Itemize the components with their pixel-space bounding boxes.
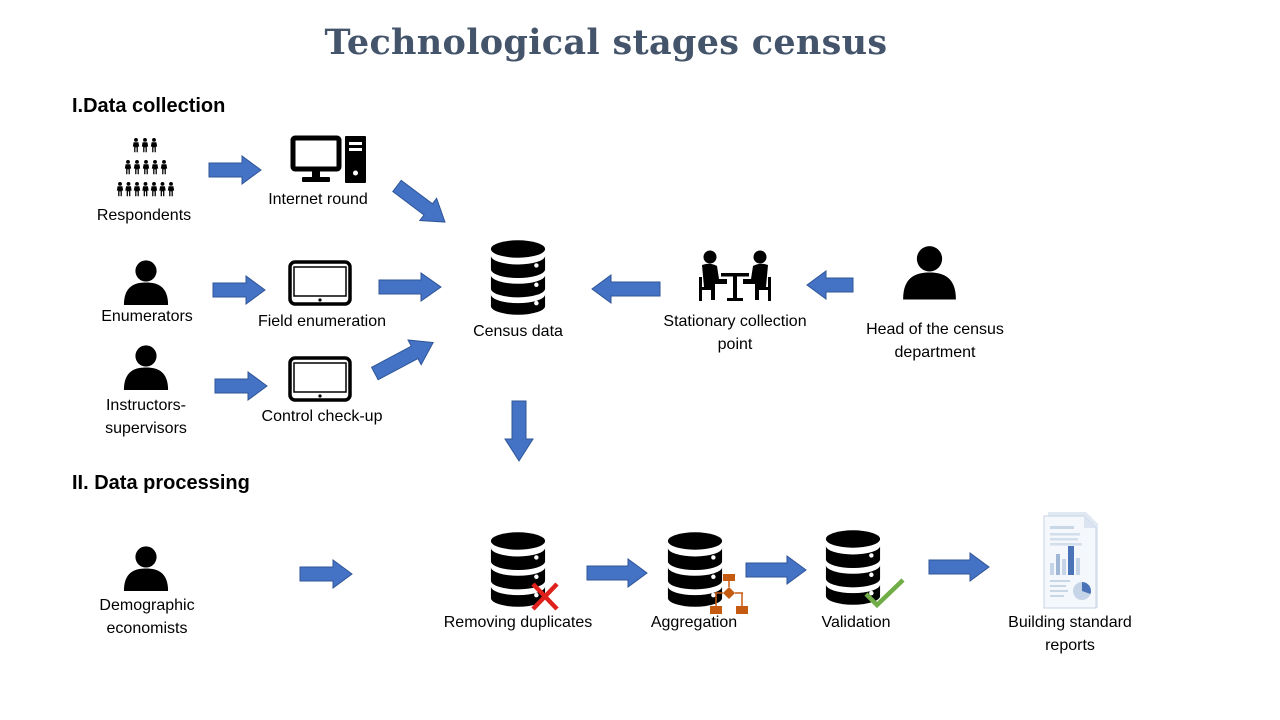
label-stationary-collection-point: Stationary collection point (663, 313, 807, 353)
computer-icon (290, 135, 366, 183)
arrow-control-to-census (370, 339, 434, 381)
arrow-economists-to-removing (299, 559, 353, 589)
arrow-field-to-census (378, 272, 442, 302)
label-removing-duplicates: Removing duplicates (443, 614, 593, 631)
checkmark-icon (864, 578, 905, 609)
arrow-respondents-to-internet (208, 155, 262, 185)
arrow-stationary-to-census (591, 274, 661, 304)
arrow-internet-to-census (392, 179, 446, 223)
meeting-table-icon (699, 250, 771, 301)
label-head-of-census-department: Head of the census department (866, 321, 1004, 361)
crowd-icon (116, 137, 175, 197)
label-field-enumeration: Field enumeration (257, 313, 387, 330)
arrow-aggregation-to-validation (745, 555, 807, 585)
person-icon (123, 345, 169, 390)
label-control-checkup: Control check-up (261, 408, 383, 425)
arrow-head-to-stationary (806, 270, 854, 300)
cross-icon (531, 582, 559, 611)
arrow-instructors-to-control (214, 371, 268, 401)
section-title-collection: I.Data collection (72, 95, 226, 117)
arrow-enumerators-to-field (212, 275, 266, 305)
report-document-icon (1043, 512, 1098, 609)
arrow-validation-to-reports (928, 552, 990, 582)
label-enumerators: Enumerators (101, 308, 193, 325)
tablet-icon (288, 260, 352, 306)
arrow-removing-to-aggregation (586, 558, 648, 588)
section-title-processing: II. Data processing (72, 472, 250, 494)
person-icon (123, 546, 169, 591)
database-icon (490, 240, 546, 315)
label-demographic-economists: Demographic economists (99, 597, 195, 637)
label-validation: Validation (821, 614, 891, 631)
flowchart-icon (710, 574, 748, 614)
label-internet-round: Internet round (268, 191, 368, 208)
label-aggregation: Aggregation (650, 614, 738, 631)
person-icon (903, 246, 956, 300)
label-census-data: Census data (473, 323, 563, 340)
label-instructors-supervisors: Instructors- supervisors (105, 397, 187, 437)
page-title: Technological stages census (324, 22, 888, 63)
label-building-standard-reports: Building standard reports (1008, 614, 1132, 654)
tablet-icon (288, 356, 352, 402)
arrow-census-to-processing (504, 400, 534, 462)
person-icon (123, 260, 169, 305)
label-respondents: Respondents (96, 207, 192, 224)
